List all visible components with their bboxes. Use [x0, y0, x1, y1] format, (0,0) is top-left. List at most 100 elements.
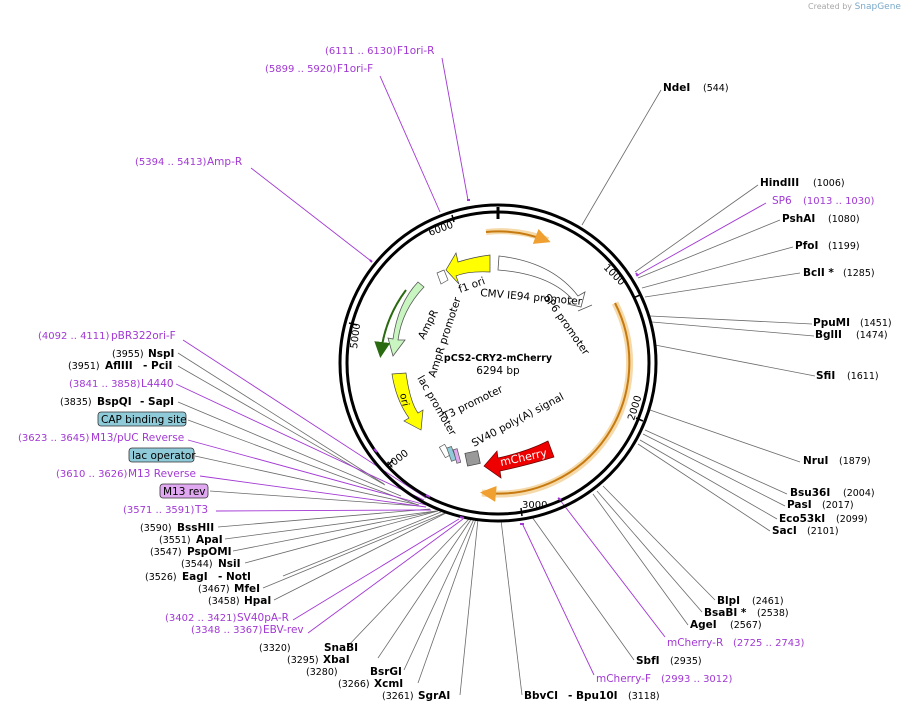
site-pos: (2538) [757, 608, 789, 619]
site-name[interactable]: PfoI [795, 240, 818, 252]
primer-name[interactable]: L4440 [141, 378, 174, 390]
site-name-2[interactable]: - Bpu10I [568, 690, 618, 702]
credit-prefix: Created by [808, 2, 853, 11]
t3-promoter-label: T3 promoter [440, 383, 505, 423]
primer-labels: (6111 .. 6130) F1ori-R (5899 .. 5920) F1… [18, 45, 875, 685]
site-name[interactable]: PspOMI [187, 546, 232, 558]
site-name[interactable]: AgeI [690, 619, 717, 631]
primer-name[interactable]: mCherry-R [667, 637, 723, 649]
primer-name[interactable]: F1ori-F [337, 63, 373, 75]
site-pos: (1199) [828, 241, 860, 252]
sv40-polya-box [464, 450, 481, 467]
site-pos: (3551) [159, 535, 191, 546]
site-name[interactable]: BssHII [177, 522, 214, 534]
backbone [338, 203, 658, 523]
ori-arrow [391, 372, 424, 431]
site-name[interactable]: HpaI [244, 595, 271, 607]
site-name[interactable]: BsrGI [370, 666, 402, 678]
site-name[interactable]: BbvCI [524, 690, 558, 702]
primer-name[interactable]: mCherry-F [596, 673, 651, 685]
site-name-2[interactable]: - PciI [143, 360, 172, 372]
site-name-2[interactable]: - SapI [140, 396, 174, 408]
cap-binding-box[interactable] [97, 411, 187, 427]
site-pos: (2004) [843, 488, 875, 499]
primer-leader-lines [175, 57, 767, 676]
primer-range: (2725 .. 2743) [733, 638, 805, 649]
ampr-promoter-label: AmpR promoter [426, 295, 463, 379]
site-pos: (1474) [856, 330, 888, 341]
ampr-label: AmpR [416, 308, 441, 341]
site-name[interactable]: NruI [803, 455, 828, 467]
primer-name[interactable]: EBV-rev [263, 624, 304, 636]
primer-range: (6111 .. 6130) [325, 46, 397, 57]
lac-operator-box[interactable] [128, 447, 195, 463]
site-name[interactable]: Eco53kI [779, 513, 825, 525]
site-pos: (3590) [140, 523, 172, 534]
site-pos: (1285) [843, 268, 875, 279]
site-name[interactable]: AflIII [105, 360, 133, 372]
ori-label: ori [397, 392, 410, 407]
primer-ticks [369, 199, 639, 525]
site-name[interactable]: NsiI [218, 558, 241, 570]
site-pos: (3118) [628, 691, 660, 702]
site-name[interactable]: XbaI [323, 654, 350, 666]
tick-label: 6000 [427, 220, 455, 239]
site-name[interactable]: SfiI [816, 370, 835, 382]
primer-name[interactable]: F1ori-R [397, 45, 434, 57]
primer-name[interactable]: Amp-R [207, 156, 242, 168]
primer-name[interactable]: pBR322ori-F [111, 330, 176, 342]
site-name[interactable]: SnaBI [324, 642, 358, 654]
site-pos: (3955) [112, 349, 144, 360]
site-pos: (2017) [822, 500, 854, 511]
site-name[interactable]: MfeI [234, 583, 260, 595]
primer-range: (5394 .. 5413) [135, 157, 207, 168]
plasmid-length: 6294 bp [476, 365, 520, 377]
site-name[interactable]: SacI [772, 525, 797, 537]
site-name[interactable]: Bsu36I [790, 487, 830, 499]
site-pos: (3280) [306, 667, 338, 678]
site-name[interactable]: BlpI [717, 595, 740, 607]
primer-range: (3402 .. 3421) [165, 613, 237, 624]
site-name[interactable]: BglII [815, 329, 842, 341]
site-name[interactable]: PpuMI [813, 317, 850, 329]
primer-name[interactable]: SV40pA-R [237, 612, 289, 624]
cmv-promoter-arrow [497, 255, 586, 308]
site-pos: (2935) [670, 656, 702, 667]
site-pos: (1611) [847, 371, 879, 382]
f1-ori-arrow [445, 252, 491, 285]
primer-range: (3571 .. 3591) [123, 505, 195, 516]
mcherry-arrow [483, 440, 555, 479]
primer-name[interactable]: SP6 [772, 195, 792, 207]
site-pos: (3467) [198, 584, 230, 595]
t3-block [452, 448, 462, 464]
site-name[interactable]: HindIII [760, 177, 799, 189]
site-name[interactable]: PasI [787, 499, 812, 511]
primer-range: (3623 .. 3645) [18, 433, 90, 444]
site-pos: (2461) [752, 596, 784, 607]
site-name[interactable]: SgrAI [418, 690, 450, 702]
site-name[interactable]: NdeI [663, 82, 690, 94]
site-name[interactable]: XcmI [374, 678, 403, 690]
primer-name[interactable]: T3 [194, 504, 208, 516]
site-name[interactable]: EagI [182, 571, 208, 583]
plasmid-name: pCS2-CRY2-mCherry [444, 353, 553, 364]
site-name[interactable]: BclI * [803, 267, 834, 279]
primer-name[interactable]: M13/pUC Reverse [91, 432, 184, 444]
m13-rev-box[interactable] [159, 483, 209, 499]
site-name[interactable]: BspQI [97, 396, 132, 408]
site-pos: (1451) [860, 318, 892, 329]
primer-name[interactable]: M13 Reverse [128, 468, 196, 480]
site-name[interactable]: SbfI [636, 655, 660, 667]
site-pos: (1006) [813, 178, 845, 189]
primer-range: (2993 .. 3012) [661, 674, 733, 685]
site-name[interactable]: ApaI [196, 534, 223, 546]
primer-range: (3348 .. 3367) [191, 625, 263, 636]
site-pos: (3835) [60, 397, 92, 408]
tick-label: 4000 [384, 448, 411, 472]
site-name[interactable]: NspI [148, 348, 174, 360]
snapgene-logo-text: SnapGene [854, 2, 901, 12]
site-name[interactable]: BsaBI * [704, 607, 747, 619]
site-name-2[interactable]: - NotI [218, 571, 251, 583]
site-name[interactable]: PshAI [782, 213, 815, 225]
